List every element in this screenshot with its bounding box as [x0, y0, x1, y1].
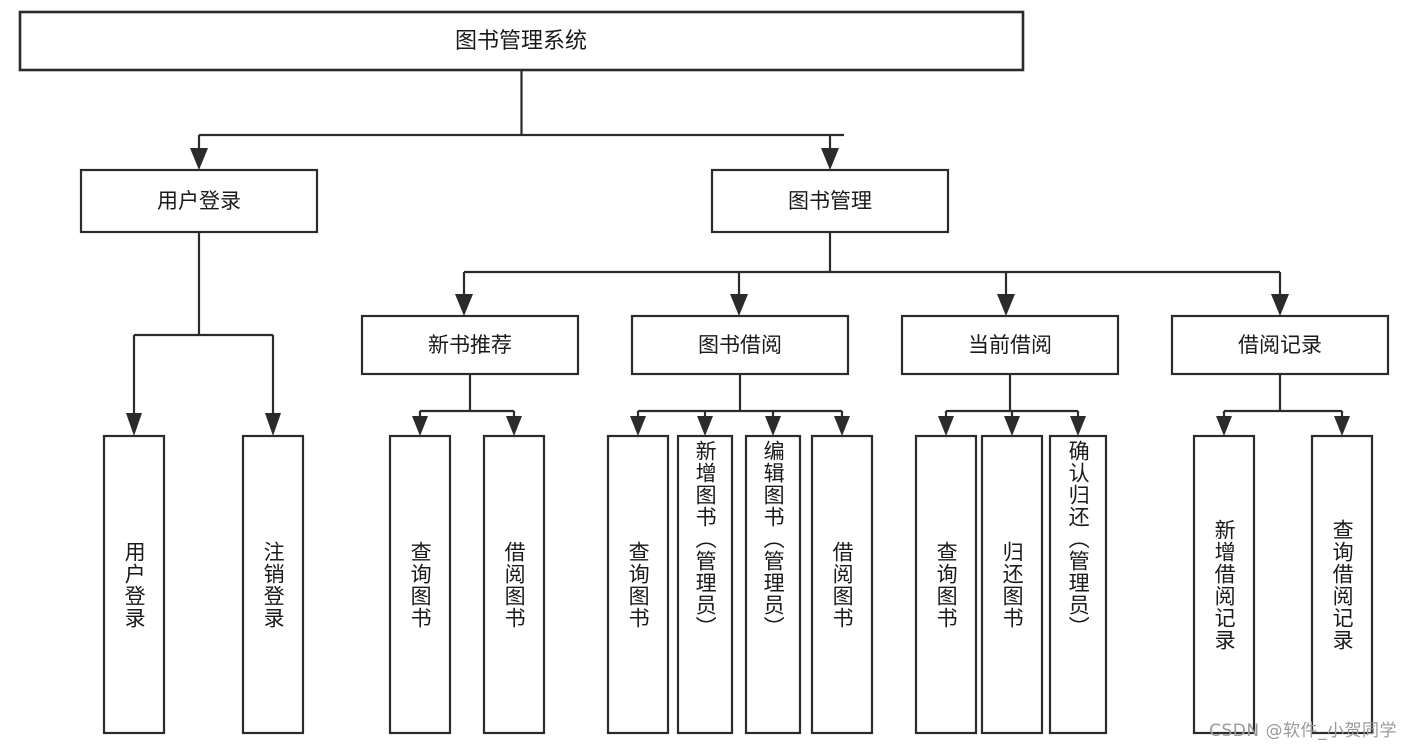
arrow-head-icon [730, 294, 748, 316]
arrow-head-icon [834, 416, 850, 436]
arrow-head-icon [938, 416, 954, 436]
arrow-head-icon [1070, 416, 1086, 436]
node-new-book-recommend[interactable]: 新书推荐 [360, 314, 580, 376]
node-new-book-recommend-box[interactable] [360, 314, 580, 376]
arrow-head-icon [1334, 416, 1350, 436]
leaf-boxes [102, 434, 1374, 735]
arrow-head-icon [821, 148, 839, 170]
connector-bookborrow-to-leaves [630, 374, 850, 436]
arrow-head-icon [697, 416, 713, 436]
arrow-head-icon [997, 294, 1015, 316]
arrow-head-icon [190, 148, 208, 170]
node-current-borrow-label: 当前借阅 [968, 333, 1052, 357]
leaf-borrow-book-2-box[interactable] [810, 434, 874, 735]
connector-newbook-to-leaves [412, 374, 522, 436]
node-borrow-record-box[interactable] [1170, 314, 1390, 376]
arrow-head-icon [455, 294, 473, 316]
connector-bookmanage-to-level3 [455, 232, 1289, 316]
connector-borrowrecord-to-leaves [1216, 374, 1350, 436]
leaf-query-book-2-box[interactable] [606, 434, 670, 735]
node-book-borrow-label: 图书借阅 [698, 333, 782, 357]
arrow-head-icon [265, 413, 281, 436]
node-current-borrow[interactable]: 当前借阅 [900, 314, 1120, 376]
node-user-login[interactable]: 用户登录 [79, 168, 319, 234]
connector-currentborrow-to-leaves [938, 374, 1086, 436]
leaf-query-book-1-box[interactable] [388, 434, 452, 735]
node-root-box[interactable] [18, 10, 1025, 72]
arrow-head-icon [1004, 416, 1020, 436]
node-new-book-recommend-label: 新书推荐 [428, 333, 512, 357]
node-book-manage-box[interactable] [710, 168, 950, 234]
leaf-return-book-box[interactable] [980, 434, 1044, 735]
watermark-text: CSDN @软件_小贺同学 [1209, 721, 1397, 741]
connector-userlogin-to-leaves [126, 232, 281, 436]
node-user-login-box[interactable] [79, 168, 319, 234]
node-user-login-label: 用户登录 [157, 189, 241, 213]
connector-root-to-level2 [190, 70, 844, 170]
node-book-manage-label: 图书管理 [788, 189, 872, 213]
leaf-user-logout-box[interactable] [241, 434, 305, 735]
leaf-query-book-3-box[interactable] [914, 434, 978, 735]
node-book-borrow[interactable]: 图书借阅 [630, 314, 850, 376]
arrow-head-icon [412, 416, 428, 436]
leaf-add-book-box[interactable] [676, 434, 734, 735]
leaf-borrow-book-1-box[interactable] [482, 434, 546, 735]
leaf-user-login-box[interactable] [102, 434, 166, 735]
node-current-borrow-box[interactable] [900, 314, 1120, 376]
node-root-label: 图书管理系统 [455, 29, 587, 54]
arrow-head-icon [1271, 294, 1289, 316]
arrow-head-icon [630, 416, 646, 436]
arrow-head-icon [126, 413, 142, 436]
node-borrow-record[interactable]: 借阅记录 [1170, 314, 1390, 376]
node-book-borrow-box[interactable] [630, 314, 850, 376]
node-borrow-record-label: 借阅记录 [1238, 333, 1322, 357]
node-root[interactable]: 图书管理系统 [18, 10, 1025, 72]
arrow-head-icon [1216, 416, 1232, 436]
leaf-confirm-return-box[interactable] [1048, 434, 1108, 735]
arrow-head-icon [506, 416, 522, 436]
leaf-query-record-box[interactable] [1310, 434, 1374, 735]
leaf-add-record-box[interactable] [1192, 434, 1256, 735]
leaf-edit-book-box[interactable] [744, 434, 802, 735]
node-book-manage[interactable]: 图书管理 [710, 168, 950, 234]
arrow-head-icon [765, 416, 781, 436]
